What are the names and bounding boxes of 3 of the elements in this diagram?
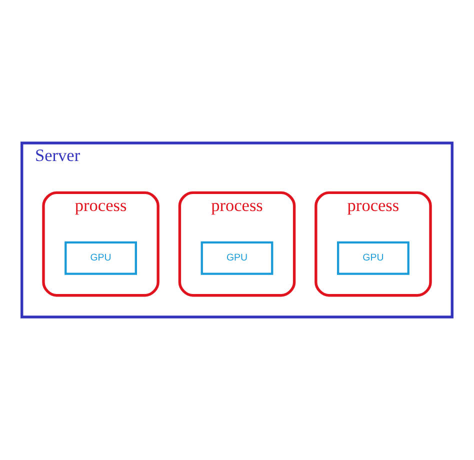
node-box: GPU [64,241,137,275]
node-box: GPU [337,241,410,275]
node-box: GPU [200,241,274,275]
